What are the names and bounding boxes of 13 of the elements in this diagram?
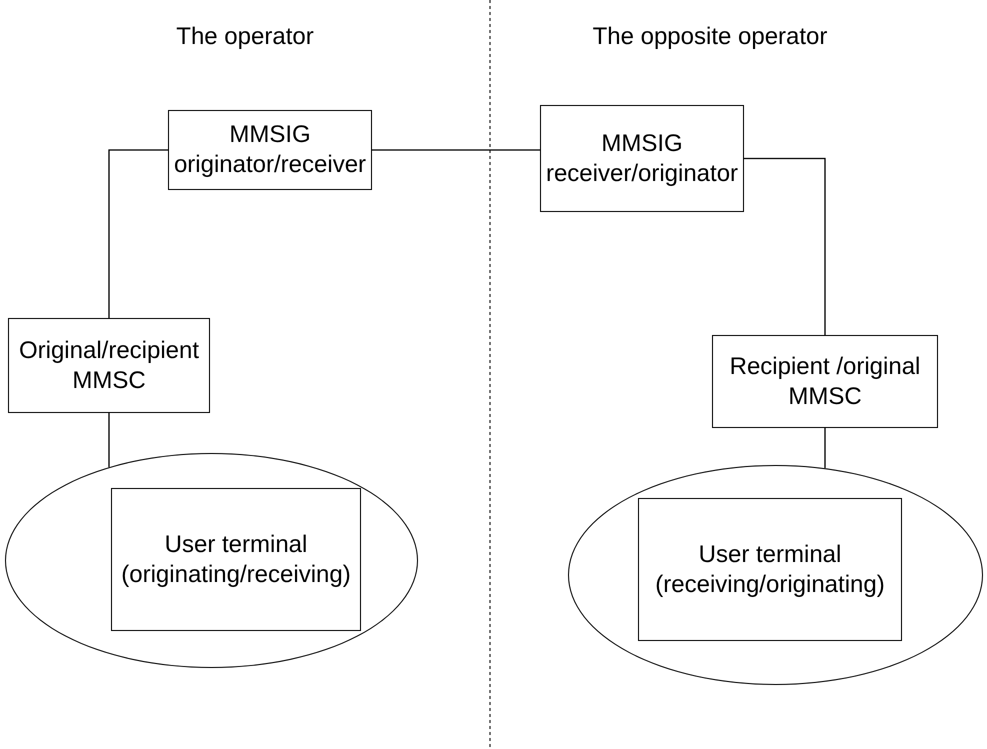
process-box: MMSIG originator/receiver <box>168 110 372 190</box>
process-box: Recipient /original MMSC <box>712 335 938 428</box>
connector-line <box>108 149 168 318</box>
section-heading: The operator <box>175 22 315 52</box>
connector-line <box>108 413 110 468</box>
connector-line <box>744 158 826 335</box>
process-box: Original/recipient MMSC <box>8 318 210 413</box>
section-heading: The opposite operator <box>592 22 828 52</box>
process-box: User terminal (receiving/originating) <box>638 498 902 641</box>
process-box: User terminal (originating/receiving) <box>111 488 361 631</box>
process-box: MMSIG receiver/originator <box>540 105 744 212</box>
connector-line <box>824 428 826 468</box>
connector-line <box>372 149 540 151</box>
